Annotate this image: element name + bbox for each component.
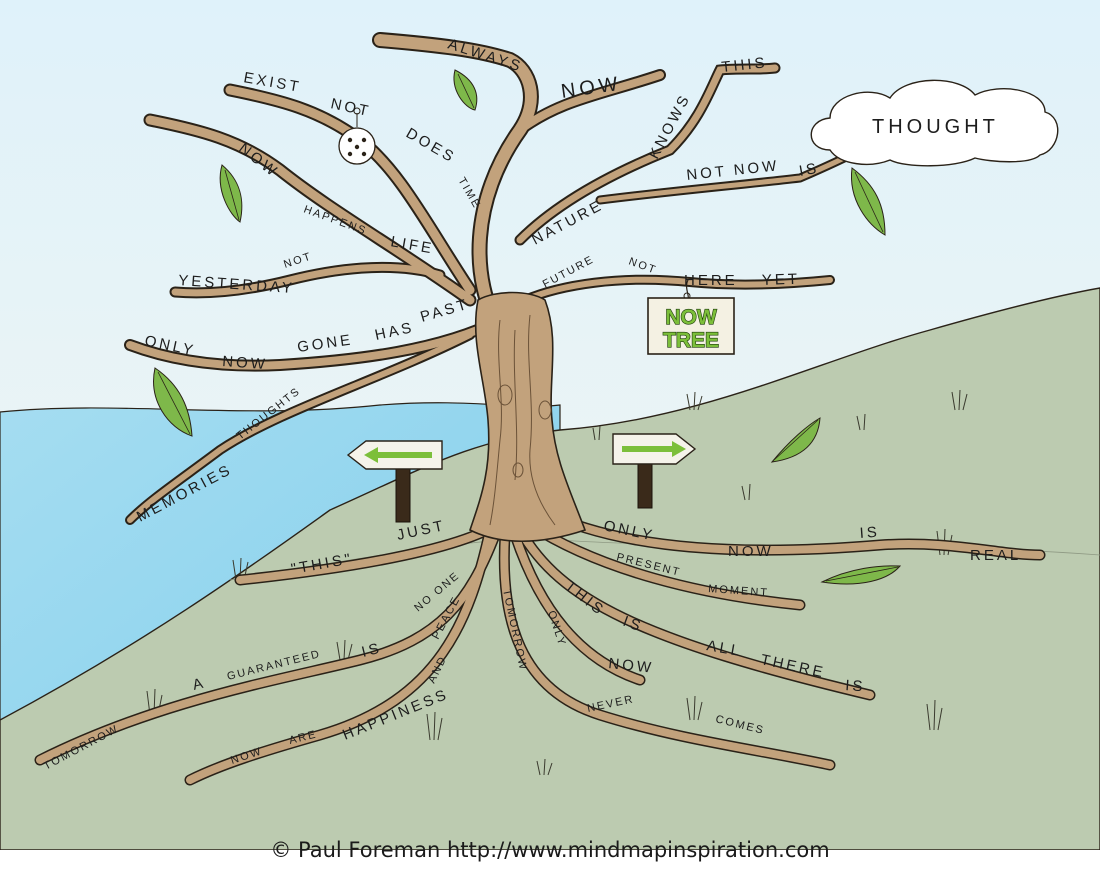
word-this-top: THIS	[721, 54, 769, 76]
hanging-dice	[338, 107, 376, 165]
word-real: REAL	[970, 547, 1021, 564]
word-is-right: IS	[859, 524, 880, 542]
branches	[124, 32, 865, 525]
word-now-root: NOW	[608, 655, 655, 677]
sign-line-2: TREE	[663, 329, 719, 352]
now-tree-scene: THOUGHT NOW TREE ALWAYS NOW THIS EXIST N…	[0, 0, 1100, 850]
word-a: A	[191, 674, 208, 694]
cloud-label: THOUGHT	[872, 116, 999, 138]
word-now-right: NOW	[728, 543, 774, 560]
leaf-veins	[157, 73, 899, 582]
right-arrow-signpost	[612, 433, 697, 509]
now-tree-sign: NOW TREE	[647, 279, 735, 355]
word-yet: YET	[762, 271, 801, 289]
word-is-root: IS	[621, 613, 646, 636]
copyright-credit: © Paul Foreman http://www.mindmapinspira…	[270, 838, 830, 862]
roots	[34, 504, 1046, 786]
word-moment: MOMENT	[708, 583, 770, 599]
word-all: ALL	[705, 637, 743, 660]
word-is-end: IS	[845, 677, 866, 695]
thought-cloud	[810, 79, 1059, 167]
word-now-mid: NOW	[222, 353, 269, 373]
word-here: HERE	[684, 272, 738, 289]
left-arrow-signpost	[346, 440, 443, 523]
word-is-left: IS	[360, 640, 384, 661]
sign-line-1: NOW	[665, 306, 717, 329]
bark-texture	[489, 314, 556, 526]
word-is-top: IS	[798, 160, 821, 180]
